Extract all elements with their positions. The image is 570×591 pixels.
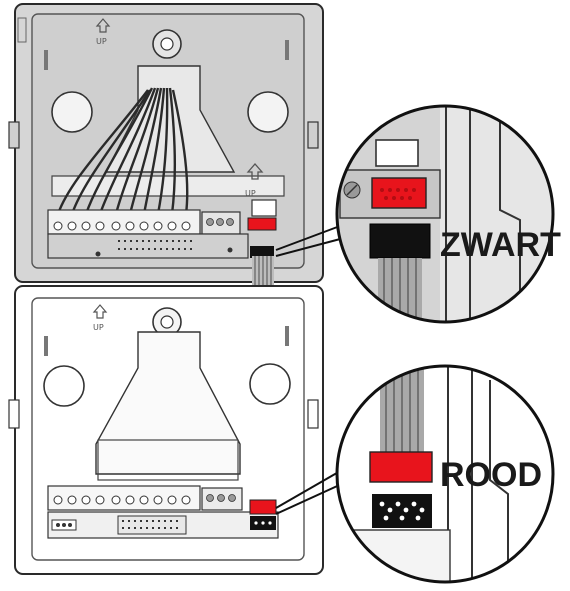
callout-lines [275,225,347,515]
up-arrow-icon [95,18,111,33]
screw-hole-icon [152,29,182,59]
up-label-small: UP [96,37,107,46]
zwart-label: ZWART [440,226,561,264]
zoom-callout-zwart: ZWART [335,104,561,324]
up-label-top: UP [245,189,256,198]
up-arrow-icon [92,304,108,319]
up-label-bottom: UP [93,323,104,332]
zoom-callout-rood: ROOD [335,364,555,584]
screw-hole-icon [152,307,182,337]
top-housing: UP UP [8,3,324,283]
rood-label: ROOD [440,456,542,494]
bottom-housing: UP [8,285,324,575]
